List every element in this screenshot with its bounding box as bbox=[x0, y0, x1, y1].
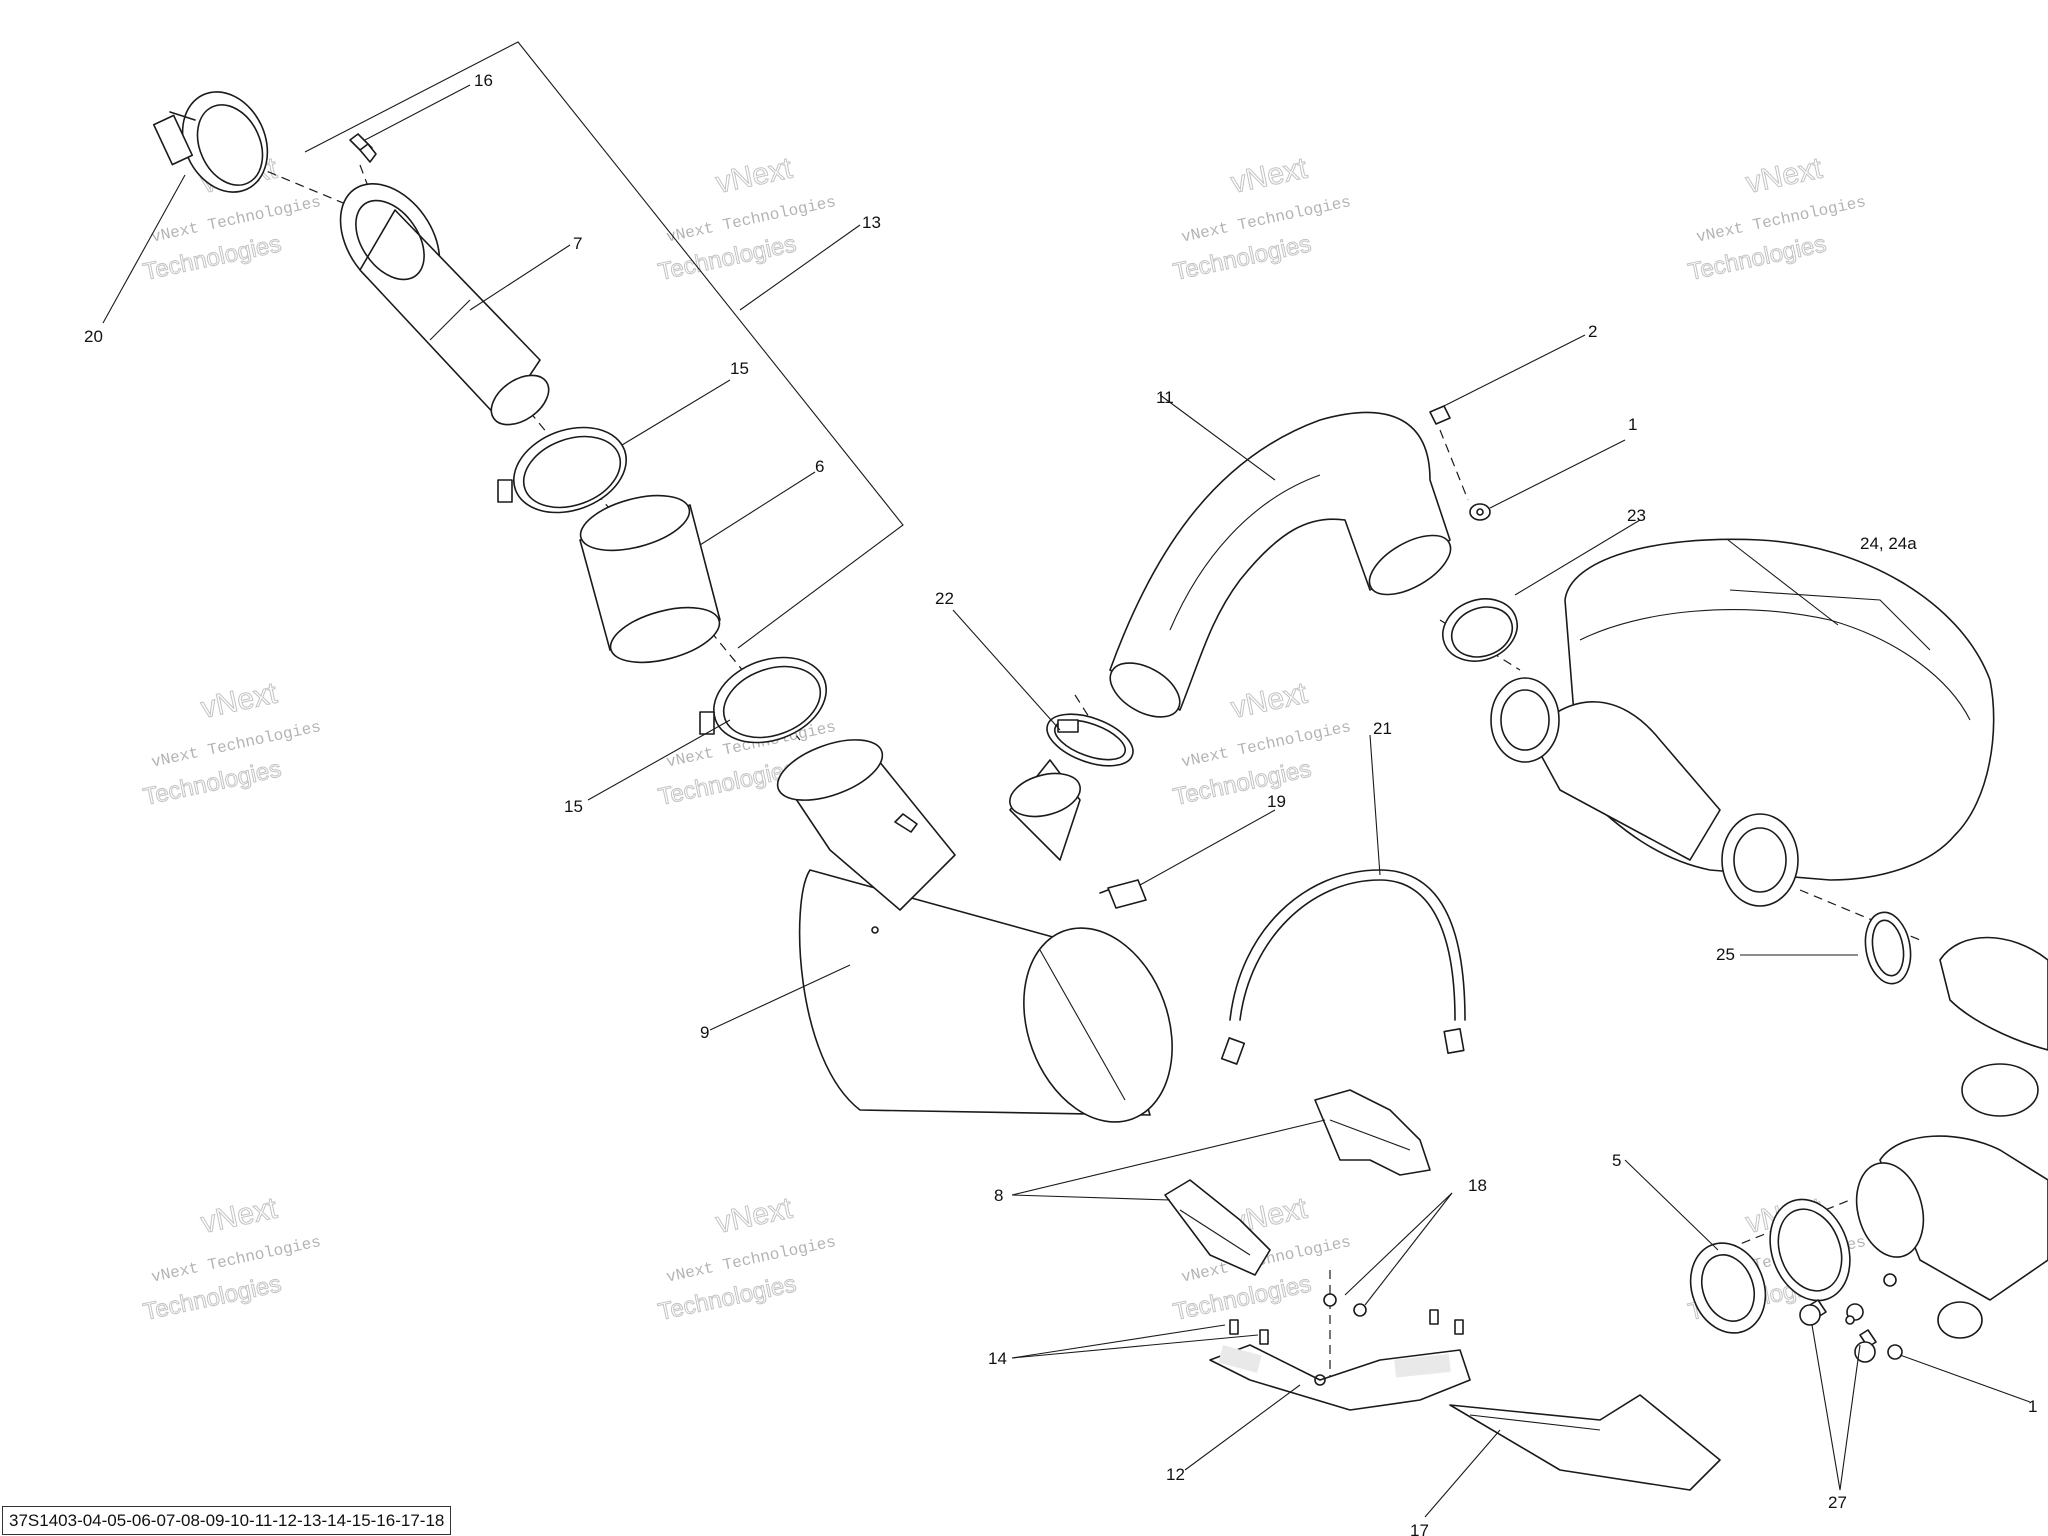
part-1-washer-lower bbox=[1887, 1344, 1903, 1360]
watermark: vNext vNext Technologies Technologies bbox=[655, 151, 837, 286]
part-5-ring bbox=[1689, 1242, 1767, 1334]
part-17-lower-shield bbox=[1449, 1394, 1721, 1491]
right-manifold-assembly bbox=[1769, 1063, 2048, 1339]
callout-2: 2 bbox=[1588, 322, 1597, 341]
svg-text:vNext: vNext bbox=[1228, 152, 1311, 200]
part-19-sensor bbox=[1099, 879, 1147, 909]
svg-text:vNext: vNext bbox=[713, 152, 796, 200]
part-25-clamp bbox=[1864, 911, 1912, 985]
part-20-vband-clamp bbox=[152, 91, 269, 193]
part-9-muffler bbox=[776, 739, 1173, 1123]
callout-21: 21 bbox=[1373, 719, 1392, 738]
callout-23: 23 bbox=[1627, 506, 1646, 525]
part-24-silencer-box bbox=[1490, 538, 1995, 907]
drawing-reference-number: 37S1403-04-05-06-07-08-09-10-11-12-13-14… bbox=[2, 1506, 452, 1535]
part-23-clamp bbox=[1442, 598, 1518, 662]
svg-text:vNext: vNext bbox=[198, 1192, 281, 1240]
callout-27: 27 bbox=[1828, 1493, 1847, 1512]
callout-9: 9 bbox=[700, 1023, 709, 1042]
callout-14: 14 bbox=[988, 1349, 1007, 1368]
outlet-pipe bbox=[1939, 936, 2048, 1051]
part-22-clamp bbox=[1046, 713, 1134, 767]
part-12-bracket-plate bbox=[1209, 1344, 1471, 1411]
group-bracket-13 bbox=[304, 41, 904, 649]
watermark: vNext vNext Technologies Technologies bbox=[655, 1191, 837, 1326]
watermark: vNext vNext Technologies Technologies bbox=[140, 676, 322, 811]
part-27-bolts bbox=[1799, 1299, 1877, 1363]
callout-1-upper: 1 bbox=[1628, 415, 1637, 434]
callout-7: 7 bbox=[573, 234, 582, 253]
callout-22: 22 bbox=[935, 589, 954, 608]
svg-text:vNext: vNext bbox=[198, 677, 281, 725]
watermark: vNext vNext Technologies Technologies bbox=[1170, 151, 1352, 286]
part-15-clamp-upper bbox=[497, 426, 627, 514]
callout-8: 8 bbox=[994, 1186, 1003, 1205]
callout-6: 6 bbox=[815, 457, 824, 476]
part-11-elbow-pipe bbox=[1109, 411, 1452, 718]
callout-labels: 20 16 7 13 15 6 15 9 22 11 2 1 23 24, 24… bbox=[84, 71, 2037, 1536]
svg-text:vNext: vNext bbox=[1228, 677, 1311, 725]
callout-24: 24, 24a bbox=[1860, 534, 1917, 553]
part-2-bolt bbox=[1429, 405, 1451, 425]
callout-5: 5 bbox=[1612, 1151, 1621, 1170]
callout-20: 20 bbox=[84, 327, 103, 346]
callout-16: 16 bbox=[474, 71, 493, 90]
callout-15-upper: 15 bbox=[730, 359, 749, 378]
part-18-nuts bbox=[1323, 1293, 1367, 1317]
callout-12: 12 bbox=[1166, 1465, 1185, 1484]
callout-25: 25 bbox=[1716, 945, 1735, 964]
part-8-heat-shield-lower bbox=[1164, 1179, 1271, 1276]
svg-text:vNext: vNext bbox=[1743, 152, 1826, 200]
callout-17: 17 bbox=[1410, 1521, 1429, 1536]
part-6-sleeve bbox=[579, 494, 721, 664]
leader-lines bbox=[102, 84, 2031, 1518]
part-8-heat-shield-upper bbox=[1314, 1089, 1431, 1176]
part-14-screws bbox=[1229, 1309, 1464, 1345]
part-15-clamp-lower bbox=[699, 656, 827, 744]
callout-11: 11 bbox=[1156, 388, 1174, 407]
svg-text:vNext: vNext bbox=[713, 1192, 796, 1240]
part-7-tailpipe bbox=[339, 182, 550, 426]
callout-13: 13 bbox=[862, 213, 881, 232]
part-21-strap bbox=[1220, 869, 1466, 1065]
callout-19: 19 bbox=[1267, 792, 1286, 811]
callout-15-lower: 15 bbox=[564, 797, 583, 816]
watermark: vNext vNext Technologies Technologies bbox=[140, 1191, 322, 1326]
callout-1-lower: 1 bbox=[2028, 1397, 2037, 1416]
part-16-fitting bbox=[349, 133, 377, 163]
watermark: vNext vNext Technologies Technologies bbox=[1685, 151, 1867, 286]
callout-18: 18 bbox=[1468, 1176, 1487, 1195]
part-1-washer bbox=[1469, 503, 1491, 521]
